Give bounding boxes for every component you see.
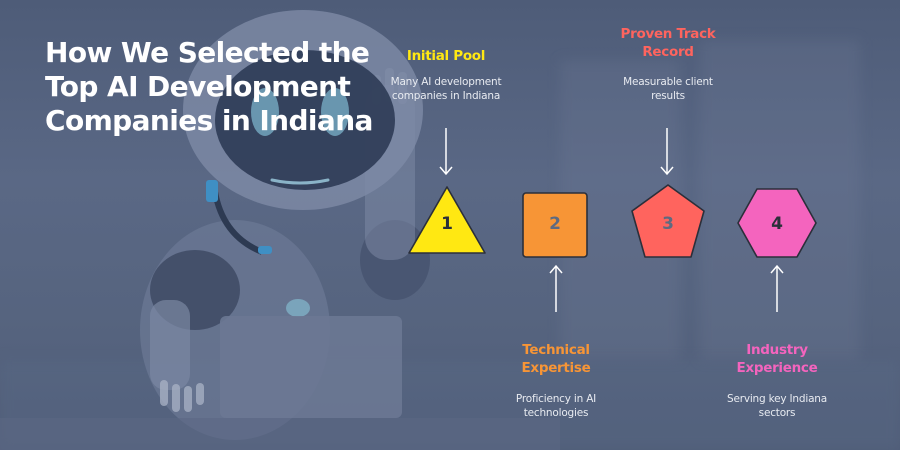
step-4-description-line-1: Serving key Indiana — [726, 393, 827, 405]
step-4-description-line-2: sectors — [758, 407, 796, 419]
up-arrow-icon — [770, 264, 784, 312]
step-1-description: Many AI development companies in Indiana — [381, 75, 511, 103]
step-2-description: Proficiency in AI technologies — [491, 392, 621, 420]
step-4-label: Industry Experience — [712, 341, 842, 377]
step-1-description-line-2: companies in Indiana — [391, 90, 501, 102]
triangle-shape-icon — [408, 186, 486, 254]
step-1-number: 1 — [441, 214, 453, 234]
step-3-label: Proven Track Record — [603, 25, 733, 61]
step-3-description: Measurable client results — [603, 75, 733, 103]
step-3-label-line-2: Record — [642, 44, 694, 60]
down-arrow-icon — [439, 128, 453, 176]
step-2-label: Technical Expertise — [496, 341, 616, 377]
square-shape-icon — [522, 192, 588, 258]
hexagon-shape-icon — [737, 188, 817, 258]
step-2-label-line-2: Expertise — [521, 360, 591, 376]
step-2-description-line-1: Proficiency in AI — [515, 393, 597, 405]
up-arrow-icon — [549, 264, 563, 312]
step-2-label-line-1: Technical — [522, 342, 590, 358]
step-3-description-line-2: results — [651, 90, 685, 102]
step-1-label: Initial Pool — [386, 47, 506, 65]
pentagon-shape-icon — [631, 184, 705, 258]
step-4-label-line-2: Experience — [736, 360, 818, 376]
step-3-label-line-1: Proven Track — [620, 26, 716, 42]
step-1-label-text: Initial Pool — [406, 48, 486, 64]
step-2-description-line-2: technologies — [523, 407, 589, 419]
step-2-number: 2 — [549, 214, 561, 234]
step-3-number: 3 — [662, 214, 674, 234]
page-title: How We Selected the Top AI Development C… — [45, 36, 373, 137]
step-4-number: 4 — [771, 214, 783, 234]
step-4-description: Serving key Indiana sectors — [707, 392, 847, 420]
down-arrow-icon — [660, 128, 674, 176]
robot-illustration — [140, 10, 430, 440]
step-1-description-line-1: Many AI development — [390, 76, 502, 88]
step-4-label-line-1: Industry — [746, 342, 808, 358]
step-3-description-line-1: Measurable client — [623, 76, 713, 88]
